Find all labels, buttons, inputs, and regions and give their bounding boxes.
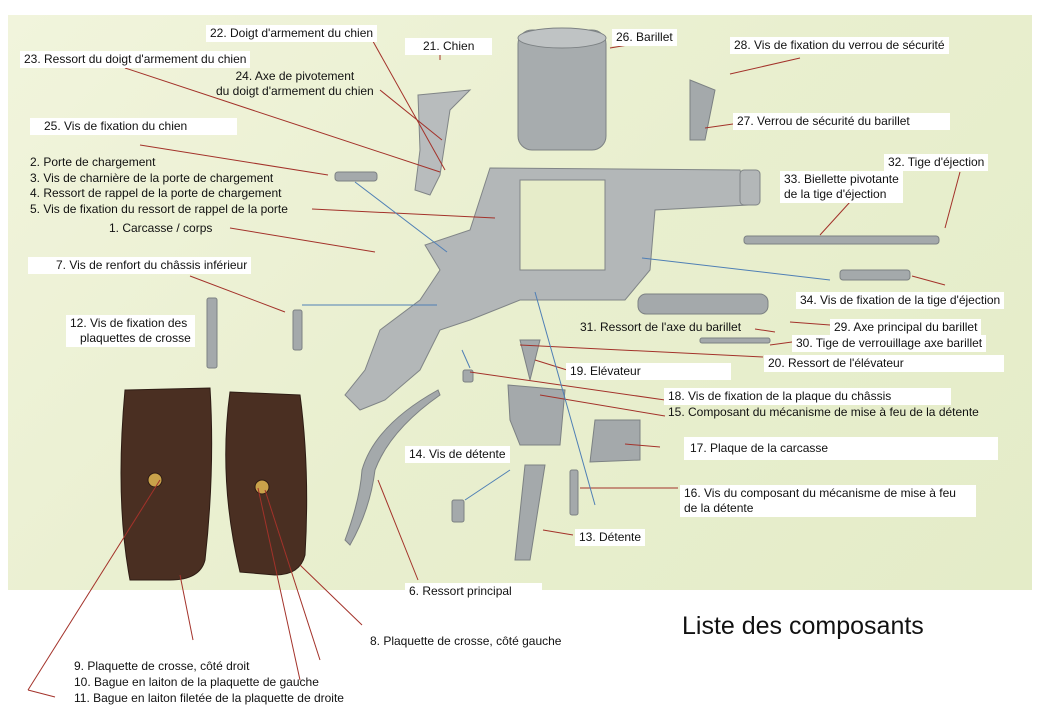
label-21: 21. Chien [405, 38, 493, 55]
label-23: 23. Ressort du doigt d'armement du chien [20, 51, 251, 68]
label-34: 34. Vis de fixation de la tige d'éjectio… [796, 292, 1005, 309]
label-32: 32. Tige d'éjection [884, 154, 989, 171]
label-4: 4. Ressort de rappel de la porte de char… [30, 186, 282, 200]
label-25: 25. Vis de fixation du chien [30, 118, 238, 135]
leader-lines-red [27, 35, 961, 698]
page-title: Liste des composants [682, 612, 924, 640]
leader-lines-blue [302, 181, 831, 506]
label-3: 3. Vis de charnière de la porte de charg… [30, 170, 274, 185]
label-10: 10. Bague en laiton de la plaquette de g… [74, 675, 319, 689]
label-27: 27. Verrou de sécurité du barillet [733, 113, 950, 130]
label-7: 7. Vis de renfort du châssis inférieur [28, 257, 252, 274]
cylinder-part [517, 27, 607, 151]
label-26: 26. Barillet [612, 29, 677, 46]
label-33-line2: de la tige d'éjection [784, 187, 887, 201]
label-28: 28. Vis de fixation du verrou de sécurit… [730, 37, 949, 54]
label-9: 9. Plaquette de crosse, côté droit [74, 659, 250, 673]
label-33-line1: 33. Biellette pivotante [784, 172, 899, 186]
label-2: 2. Porte de chargement [30, 155, 156, 169]
label-20: 20. Ressort de l'élévateur [764, 355, 1004, 372]
hammer-part [414, 89, 472, 196]
label-16-line2: de la détente [684, 501, 754, 515]
label-5: 5. Vis de fixation du ressort de rappel … [30, 201, 288, 216]
label-16-line1: 16. Vis du composant du mécanisme de mis… [684, 486, 956, 500]
label-15: 15. Composant du mécanisme de mise à feu… [668, 405, 979, 419]
small-parts [206, 79, 940, 561]
label-31: 31. Ressort de l'axe du barillet [580, 320, 742, 334]
label-6: 6. Ressort principal [405, 583, 542, 600]
frame-part [344, 167, 761, 411]
label-17: 17. Plaque de la carcasse [684, 437, 999, 460]
label-18: 18. Vis de fixation de la plaque du châs… [664, 388, 952, 405]
label-22: 22. Doigt d'armement du chien [206, 25, 378, 42]
label-24-line2: du doigt d'armement du chien [216, 84, 374, 98]
label-12-line2: plaquettes de crosse [80, 331, 191, 345]
label-24-line1: 24. Axe de pivotement [235, 69, 355, 83]
labels-9-11: 9. Plaquette de crosse, côté droit 10. Ba… [70, 657, 348, 707]
label-13: 13. Détente [575, 529, 646, 546]
label-19: 19. Elévateur [566, 363, 731, 380]
label-16: 16. Vis du composant du mécanisme de mis… [680, 485, 976, 517]
label-14: 14. Vis de détente [405, 446, 510, 463]
grip-panels [120, 387, 308, 581]
label-11: 11. Bague en laiton filetée de la plaque… [74, 691, 344, 705]
label-30: 30. Tige de verrouillage axe barillet [792, 335, 987, 352]
label-8: 8. Plaquette de crosse, côté gauche [366, 633, 566, 650]
label-12-line1: 12. Vis de fixation des [70, 316, 188, 330]
label-1: 1. Carcasse / corps [109, 221, 213, 235]
label-29: 29. Axe principal du barillet [830, 319, 982, 336]
